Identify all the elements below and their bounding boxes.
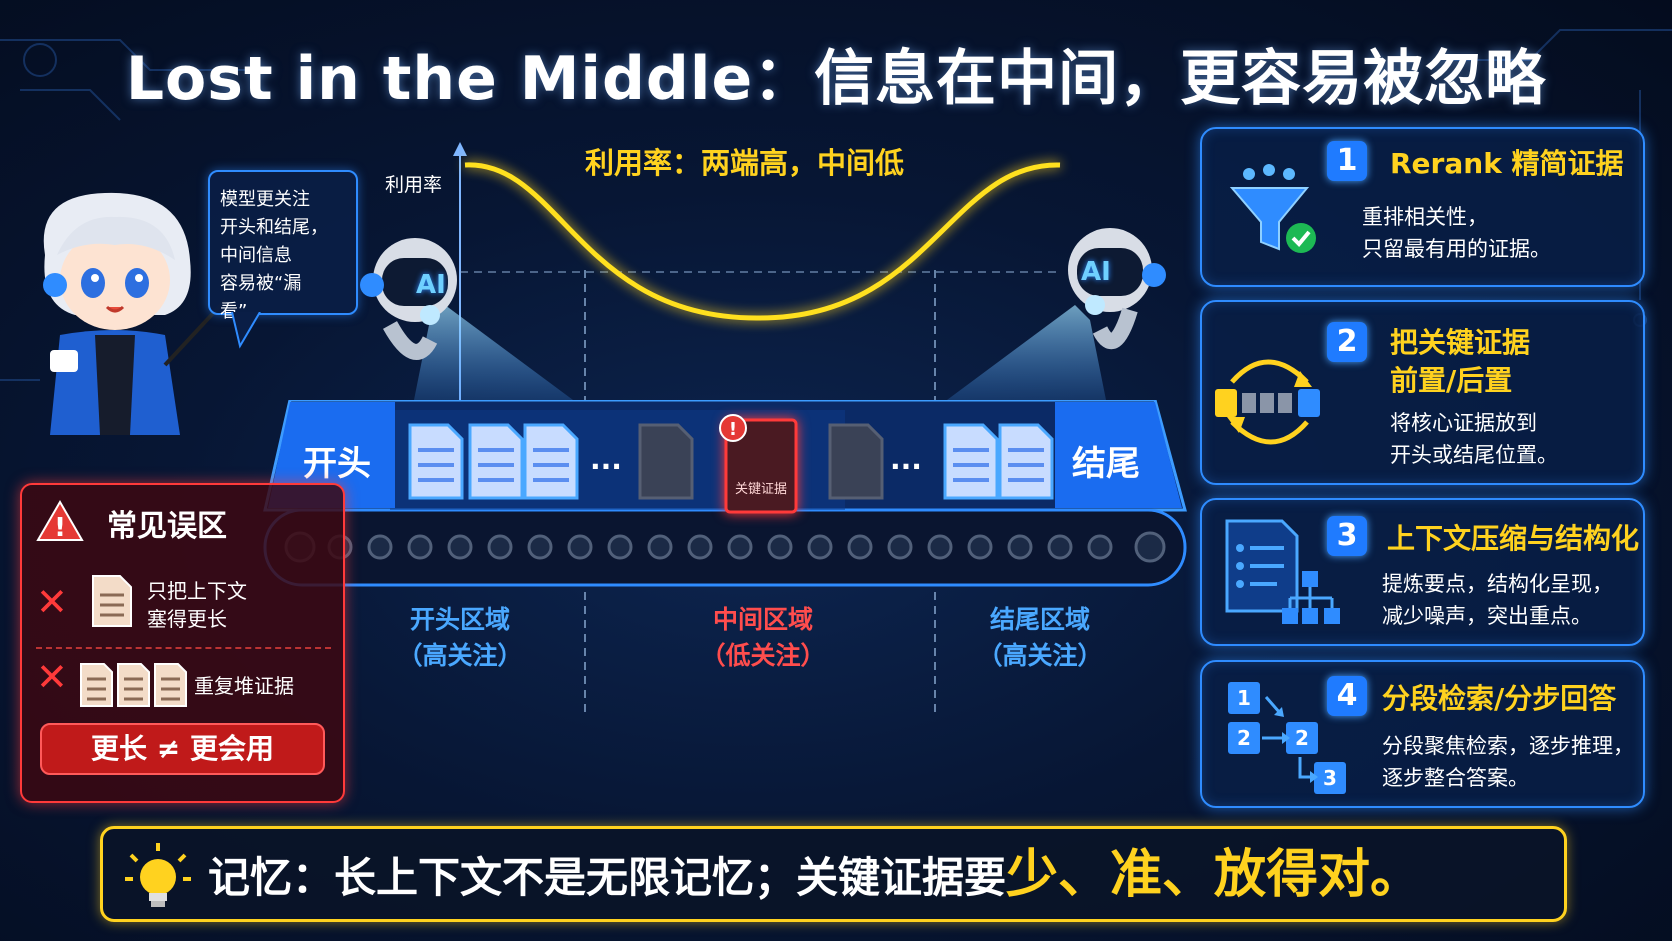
page-title: Lost in the Middle：信息在中间，更容易被忽略: [125, 44, 1547, 114]
belt-end-label: 结尾: [1072, 444, 1140, 484]
misconceptions-title: 常见误区: [107, 509, 227, 544]
utilization-curve: [464, 162, 1061, 321]
step-box: 1: [1228, 682, 1260, 714]
misconceptions-panel: ! 常见误区 ✕ 只把上下文 塞得更长 ✕ 重复堆证据 更长 ≠ 更会用: [20, 483, 345, 803]
misconception-item-1: 只把上下文 塞得更长: [147, 577, 247, 633]
tip-panel-3: 3 上下文压缩与结构化 提炼要点，结构化呈现， 减少噪声，突出重点。: [1200, 498, 1645, 646]
tip-title-line: 前置/后置: [1390, 364, 1513, 397]
cross-icon: ✕: [36, 580, 68, 624]
tip-desc-1: 重排相关性， 只留最有用的证据。: [1362, 201, 1551, 265]
tip-desc-line: 提炼要点，结构化呈现，: [1382, 572, 1613, 596]
region-middle-title: 中间区域: [712, 605, 813, 634]
warning-icon: !: [36, 500, 84, 543]
anime-character-illustration: [43, 192, 225, 435]
tip-panel-4: 1 2 2 3 4 分段检索/分步回答 分段聚焦检索，逐步推理， 逐步整合答案。: [1200, 660, 1645, 808]
right-robot-label: AI: [1081, 257, 1111, 287]
speech-bubble-tail: [231, 312, 261, 349]
tip-panel-1: 1 Rerank 精简证据 重排相关性， 只留最有用的证据。: [1200, 127, 1645, 287]
memory-text-prefix: 记忆：长上下文不是无限记忆；关键证据要: [208, 853, 1007, 902]
right-ai-robot: [1068, 228, 1166, 350]
reorder-icon: [1215, 359, 1320, 445]
tip-panel-2: 2 把关键证据 前置/后置 将核心证据放到 开头或结尾位置。: [1200, 300, 1645, 485]
tip-number-2: 2: [1327, 322, 1367, 362]
chart-caption: 利用率：两端高，中间低: [585, 146, 905, 180]
misconception-item-1-line: 只把上下文: [147, 579, 247, 603]
tip-desc-line: 只留最有用的证据。: [1362, 237, 1551, 261]
region-start-note: （高关注）: [397, 641, 523, 670]
document-icon: [92, 575, 132, 627]
tip-desc-line: 分段聚焦检索，逐步推理，: [1382, 734, 1634, 758]
tip-title-4: 分段检索/分步回答: [1382, 682, 1617, 715]
region-start-title: 开头区域: [409, 605, 510, 634]
y-axis-label: 利用率: [385, 174, 443, 196]
bubble-line: 开头和结尾，: [220, 217, 328, 238]
tip-number-3: 3: [1327, 516, 1367, 556]
key-evidence-label: 关键证据: [734, 482, 787, 497]
structure-icon: [1225, 519, 1340, 624]
bubble-line: 模型更关注: [220, 189, 310, 210]
left-ai-robot: [360, 238, 457, 360]
region-end-title: 结尾区域: [989, 605, 1090, 634]
tip-desc-line: 逐步整合答案。: [1382, 766, 1529, 790]
svg-text:!: !: [729, 419, 737, 440]
tip-title-3: 上下文压缩与结构化: [1387, 522, 1640, 555]
belt-start-label: 开头: [303, 444, 371, 484]
tip-title-line: 把关键证据: [1390, 326, 1531, 359]
left-robot-label: AI: [416, 270, 446, 300]
tip-desc-line: 减少噪声，突出重点。: [1382, 604, 1592, 628]
misconceptions-footer-text: 更长 ≠ 更会用: [91, 732, 274, 765]
tip-desc-line: 将核心证据放到: [1390, 411, 1537, 435]
tip-title-1: Rerank 精简证据: [1390, 147, 1624, 180]
misconceptions-footer: 更长 ≠ 更会用: [40, 723, 325, 775]
region-middle-note: （低关注）: [700, 641, 826, 670]
tip-desc-3: 提炼要点，结构化呈现， 减少噪声，突出重点。: [1382, 568, 1613, 632]
tip-desc-line: 开头或结尾位置。: [1390, 443, 1558, 467]
ellipsis-left: ···: [590, 450, 622, 483]
divider: [36, 647, 331, 649]
tip-number-4: 4: [1327, 676, 1367, 716]
ellipsis-right: ···: [890, 450, 922, 483]
bubble-line: 中间信息: [220, 245, 292, 266]
cross-icon: ✕: [36, 655, 68, 699]
step-box: 3: [1314, 762, 1346, 794]
speech-bubble: 模型更关注 开头和结尾， 中间信息 容易被“漏看”。: [208, 170, 358, 322]
region-start: 开头区域 （高关注）: [380, 602, 540, 674]
tip-desc-2: 将核心证据放到 开头或结尾位置。: [1390, 407, 1558, 471]
step-box: 2: [1228, 722, 1260, 754]
memory-text-highlight: 少、准、放得对。: [1006, 845, 1423, 905]
left-spotlight-beam: [410, 305, 600, 420]
memory-banner: 记忆：长上下文不是无限记忆；关键证据要少、准、放得对。: [100, 826, 1567, 922]
region-middle: 中间区域 （低关注）: [683, 602, 843, 674]
tip-desc-line: 重排相关性，: [1362, 205, 1488, 229]
alert-icon: [719, 414, 747, 442]
misconception-item-2: 重复堆证据: [194, 674, 294, 698]
tip-number-1: 1: [1327, 141, 1367, 181]
lightbulb-icon: [125, 843, 191, 907]
region-end-note: （高关注）: [977, 641, 1103, 670]
step-box: 2: [1286, 722, 1318, 754]
misconception-item-1-line: 塞得更长: [147, 607, 227, 631]
y-axis-arrow: [453, 142, 467, 156]
key-evidence-document: [724, 418, 798, 514]
stacked-documents-icon: [80, 663, 187, 707]
step-arrows-icon: [1262, 696, 1318, 783]
tip-desc-4: 分段聚焦检索，逐步推理， 逐步整合答案。: [1382, 730, 1634, 794]
tip-title-2: 把关键证据 前置/后置: [1390, 324, 1530, 400]
region-end: 结尾区域 （高关注）: [960, 602, 1120, 674]
svg-text:!: !: [54, 513, 66, 543]
memory-text: 记忆：长上下文不是无限记忆；关键证据要少、准、放得对。: [208, 847, 1422, 906]
right-spotlight-beam: [920, 305, 1110, 420]
funnel-icon: [1229, 164, 1316, 253]
